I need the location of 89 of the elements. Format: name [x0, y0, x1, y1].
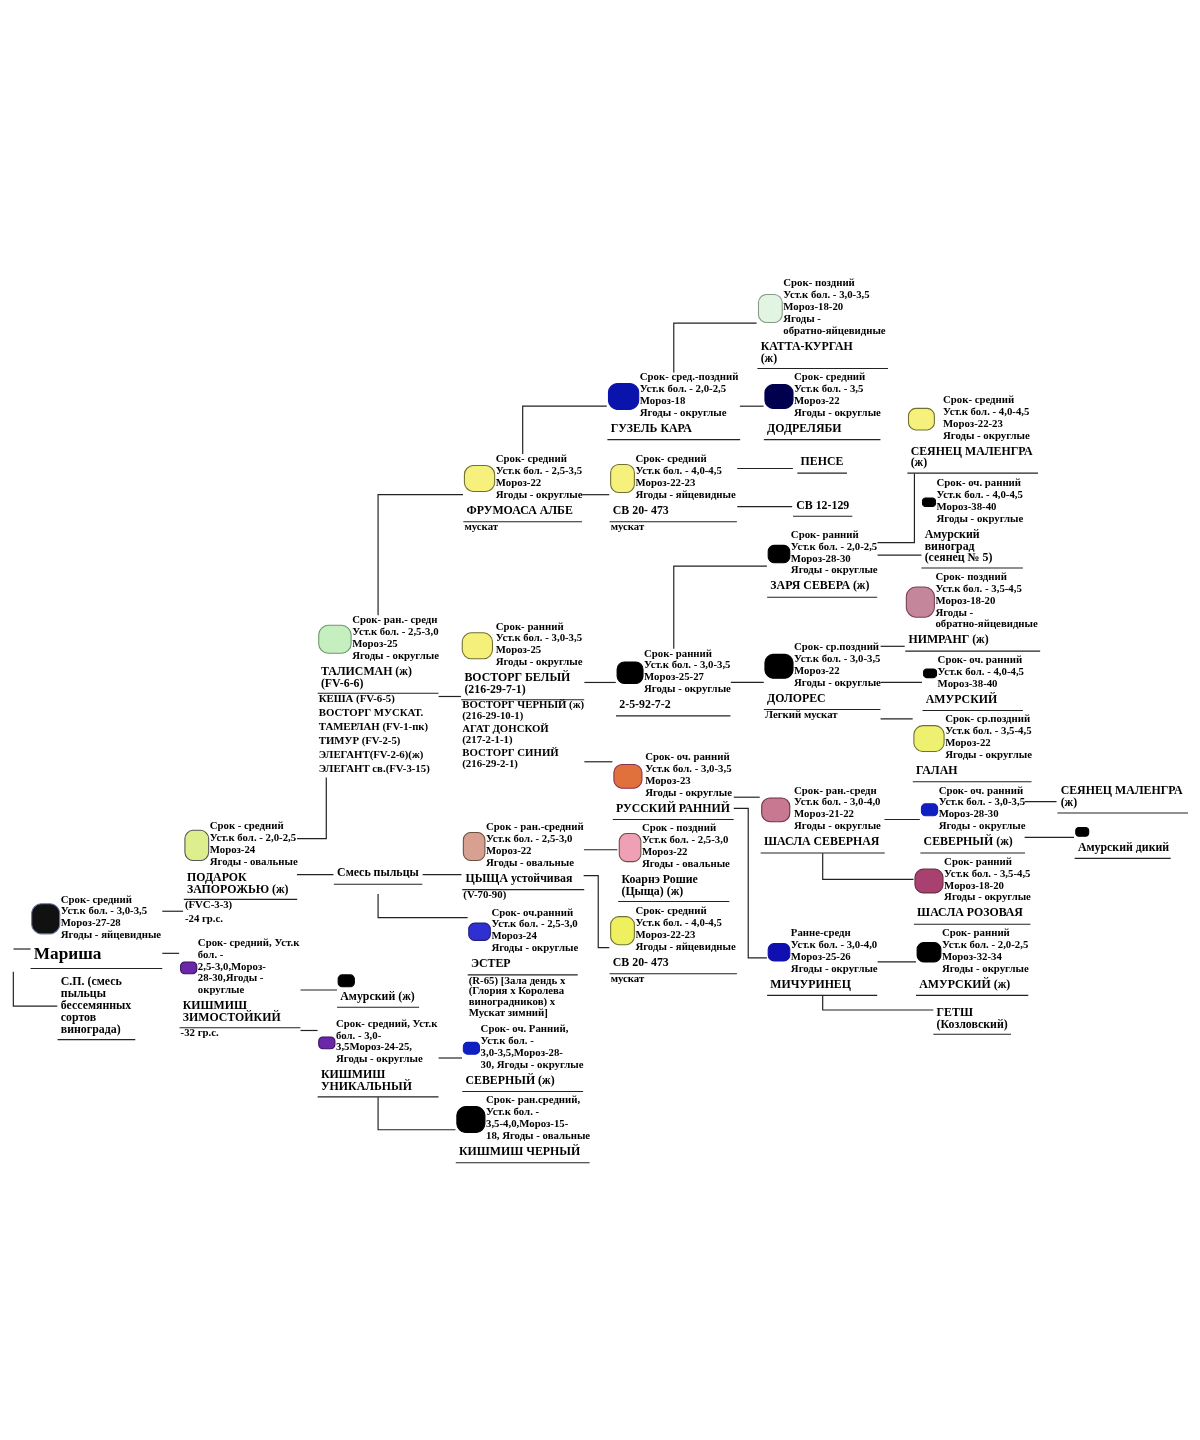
node-label: Ранне-средн	[790, 925, 851, 938]
connector	[739, 405, 765, 407]
node-label: (FVC-3-3)	[184, 897, 233, 910]
connector	[880, 717, 914, 719]
connector	[296, 873, 335, 875]
connector	[1024, 836, 1075, 838]
node-label: Срок- оч.ранний	[491, 905, 574, 918]
connector	[12, 970, 58, 1007]
node-label: -24 гр.с.	[184, 911, 224, 924]
node-label: Легкий мускат	[764, 707, 838, 720]
node-label: мускат	[610, 971, 645, 984]
connector	[583, 760, 613, 762]
node-text: С.П. (смесь пыльцы бессемянных сортов винограда)	[60, 973, 132, 1036]
node-label: Срок- поздний	[935, 569, 1007, 582]
node-text: СЕЯНЕЦ МАЛЕНГРА (ж)	[1060, 782, 1183, 809]
node-label: Срок - средний	[209, 818, 284, 831]
node-label: ТИМУР (FV-2-5)	[318, 733, 401, 746]
connector	[377, 893, 469, 918]
node-label: Срок- средний	[635, 451, 707, 464]
node-label: Срок- оч. ранний	[936, 475, 1022, 488]
node-label: Срок- средний	[794, 369, 866, 382]
connector	[673, 565, 768, 649]
connector	[877, 554, 923, 556]
node-label: Срок- ср.поздний	[794, 639, 880, 652]
node-label: (R-65) [Зала дендь х (Глория х Королева виноградников) х Мускат зимний]	[468, 973, 566, 1018]
node-text: СВ 12-129	[796, 497, 850, 511]
node-label: (V-70-90)	[463, 887, 507, 900]
connector	[883, 818, 921, 820]
node-label: Срок- ранний	[941, 925, 1010, 938]
node-label: Срок- ран.- средн	[352, 612, 438, 625]
node-text: ПЕНСЕ	[800, 453, 844, 468]
connector	[876, 472, 915, 543]
node-text: ГЕТШ (Козловский)	[936, 1004, 1008, 1031]
connector	[880, 681, 923, 683]
node-text: Смесь пыльцы	[337, 864, 419, 879]
connector	[161, 910, 184, 912]
node-label: Срок- ср.поздний	[945, 711, 1031, 724]
connector	[422, 873, 463, 875]
node-label: Срок- средний	[495, 451, 567, 464]
node-label: Срок- оч. ранний	[938, 783, 1024, 796]
node-label: ЭЛЕГАНТ св.(FV-3-15)	[318, 761, 430, 774]
connector	[736, 467, 794, 469]
node-label: Срок- оч. ранний	[645, 749, 730, 762]
node-label: Срок- ранний	[944, 854, 1013, 867]
connector	[581, 493, 610, 495]
node-label: КЕША (FV-6-5)	[318, 691, 395, 704]
connector	[1024, 800, 1058, 802]
node-label: Срок- ранний	[644, 646, 712, 659]
node-label: Срок- поздний	[783, 275, 855, 288]
connector	[583, 874, 610, 948]
node-label: Срок- ран.-средн	[794, 783, 877, 796]
connector	[736, 505, 793, 507]
node-label: ВОСТОРГ ЧЕРНЫЙ (ж) (216-29-10-1)	[462, 697, 585, 721]
connector	[12, 947, 32, 950]
node-label: -32 гр.с.	[180, 1025, 219, 1038]
node-label: Уст.к бол. - 3,0-3,5	[783, 287, 870, 300]
node-label: Срок- ранний	[790, 527, 859, 540]
node-label: Срок- средний	[60, 892, 132, 905]
node-label: ВОСТОРГ МУСКАТ.	[318, 705, 424, 718]
connector	[822, 994, 934, 1011]
connector	[673, 322, 758, 373]
connector	[377, 1096, 457, 1130]
node-label: ВОСТОРГ СИНИЙ (216-29-2-1)	[462, 745, 559, 769]
node-label: Срок- сред.-поздний	[639, 369, 739, 382]
node-label: Срок- средний, Уст.к бол. -	[197, 935, 300, 960]
connector	[437, 695, 462, 697]
node-label: Срок - ран.-средний	[486, 819, 584, 832]
connector	[822, 852, 915, 880]
node-label: Срок- ран.средний,	[486, 1092, 581, 1105]
node-label: Срок- оч. ранний	[937, 652, 1023, 665]
connector	[437, 1056, 463, 1059]
node-label: Срок- средний	[635, 903, 707, 916]
node-label: мускат	[610, 519, 645, 532]
node-label: Срок- средний	[943, 392, 1015, 405]
connector	[377, 493, 464, 616]
connector	[583, 848, 618, 850]
connector	[522, 405, 608, 455]
connector	[730, 681, 765, 683]
node-label: Срок- ранний	[495, 619, 564, 632]
node-label: Срок - поздний	[641, 820, 717, 833]
connector	[296, 776, 327, 839]
connector	[877, 960, 917, 963]
node-label: ЭЛЕГАНТ(FV-2-6)(ж)	[318, 747, 424, 760]
connector	[733, 796, 761, 798]
node-label: мускат	[464, 519, 499, 532]
node-label: АГАТ ДОНСКОЙ (217-2-1-1)	[462, 721, 549, 745]
node-label: ТАМЕРЛАН (FV-1-пк)	[318, 719, 429, 732]
connector	[583, 681, 617, 683]
connector	[880, 645, 906, 647]
